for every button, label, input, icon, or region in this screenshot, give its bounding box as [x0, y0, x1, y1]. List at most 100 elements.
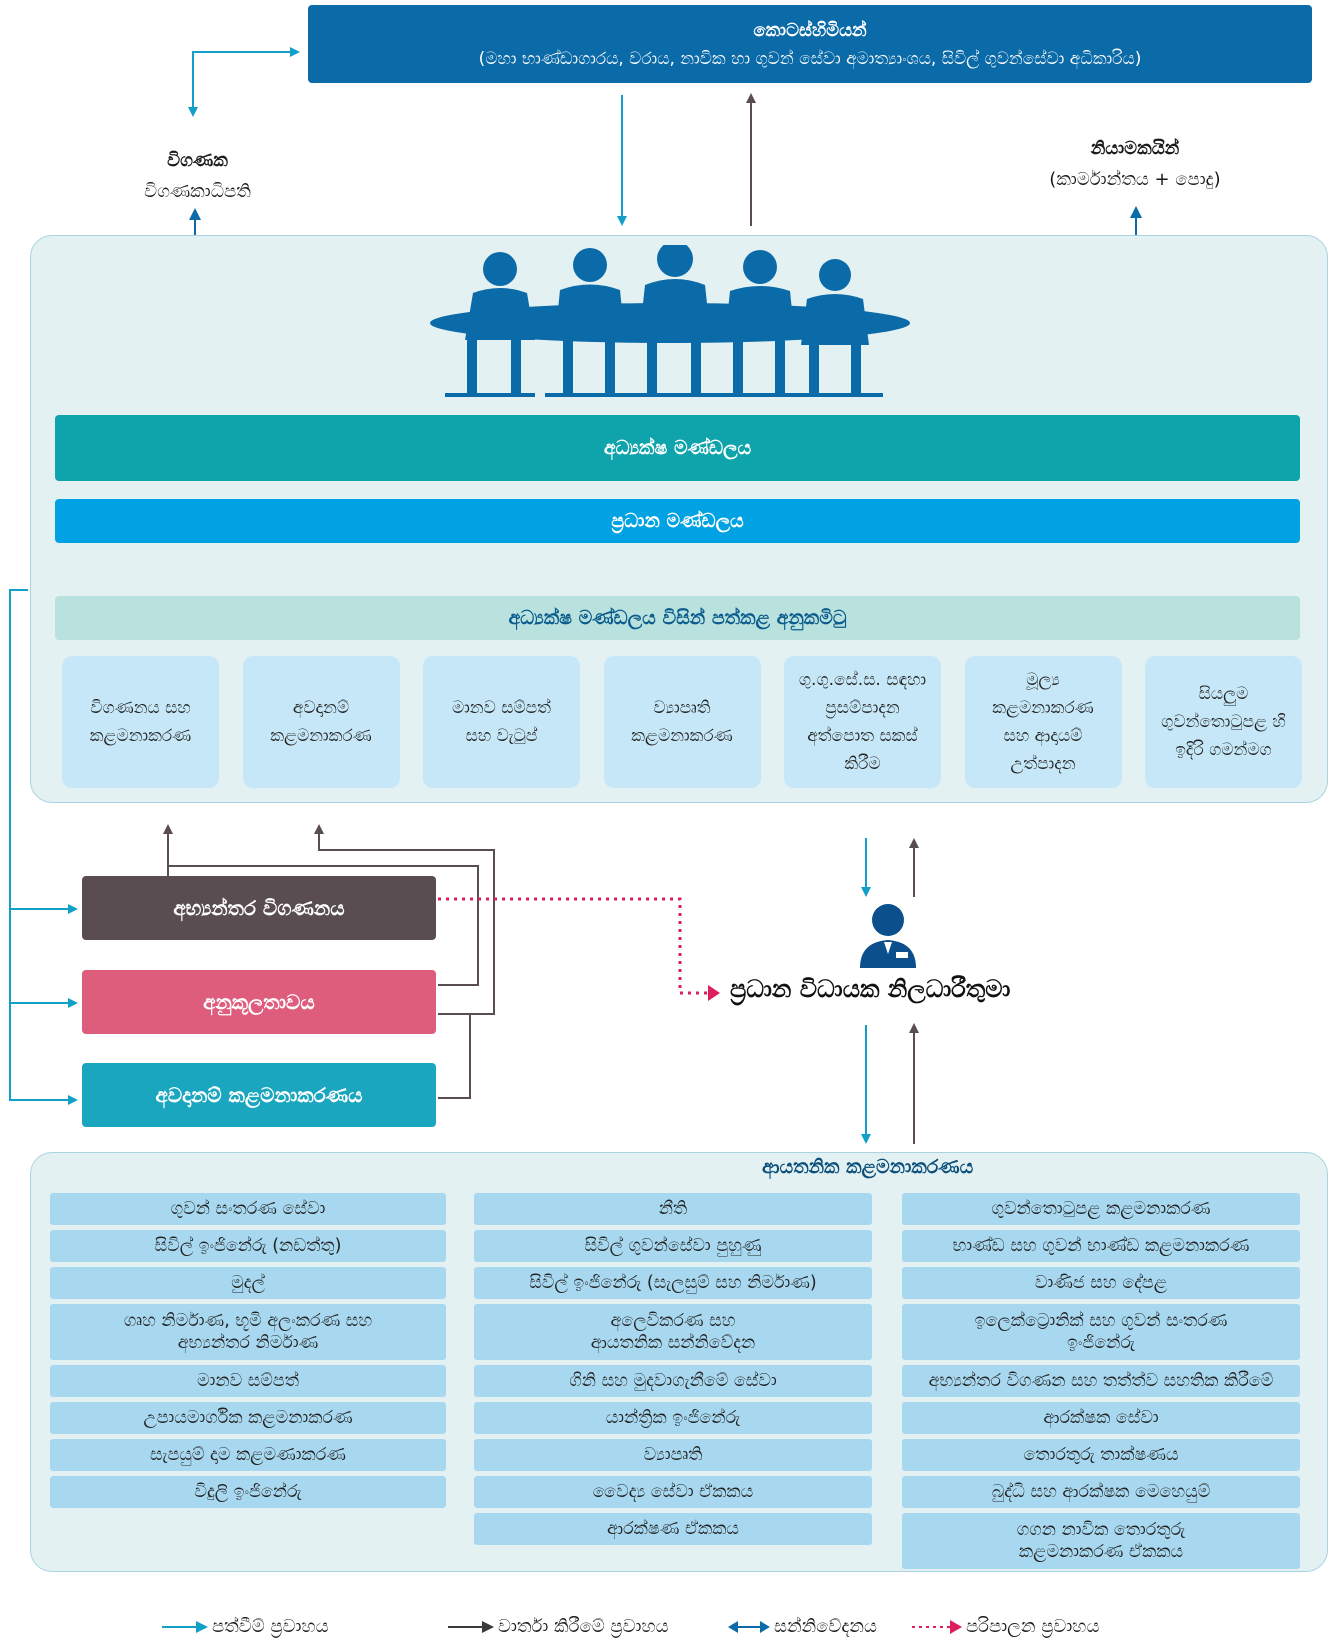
department-label: කළමනාකරණ ඒකකය: [1018, 1542, 1184, 1562]
committee-line: කළමනාකරණ: [631, 726, 733, 746]
department-label: ව්‍යාපෘති: [643, 1445, 703, 1465]
committee-line: ව්‍යාපෘති: [653, 698, 711, 718]
committee-card: විගණනය සහ කළමනාකරණ: [62, 656, 219, 788]
department-label: ගුවන් සංතරණ සේවා: [170, 1199, 326, 1219]
department-label: අභ්‍යන්තර විගණන සහ තත්ත්ව සහතික කිරීමේ: [928, 1371, 1274, 1391]
department-item: නීති: [474, 1193, 872, 1225]
departments-column-1: ගුවන් සංතරණ සේවා සිවිල් ඉංජිනේරු (නඩත්තු)…: [50, 1193, 446, 1573]
board-of-directors: අධ්‍යක්ෂ මණ්ඩලය: [55, 415, 1300, 481]
committee-line: සහ වැටුප්: [465, 726, 538, 746]
committee-line: කිරීම: [844, 754, 881, 774]
department-item: මුදල්: [50, 1267, 446, 1299]
department-item: ව්‍යාපෘති: [474, 1439, 872, 1471]
department-label: සිවිල් ඉංජිනේරු (සැලසුම් සහ නිර්මාණ): [529, 1273, 817, 1293]
department-item: උපායමාර්ගික කළමනාකරණ: [50, 1402, 446, 1434]
department-item: සිවිල් ගුවන්සේවා පුහුණු: [474, 1230, 872, 1262]
department-item: වාණිජ සහ දේපළ: [902, 1267, 1300, 1299]
legend-appointment: පත්වීම් ප්‍රවාහය: [162, 1616, 329, 1637]
department-label: ආරක්ෂක සේවා: [1043, 1408, 1159, 1428]
department-item: භාණ්ඩ සහ ගුවන් භාණ්ඩ කළමනාකරණ: [902, 1230, 1300, 1262]
department-item: ගුවන්තොටුපළ කළමනාකරණ: [902, 1193, 1300, 1225]
department-item: ආරක්ෂණ ඒකකය: [474, 1513, 872, 1545]
department-item: ආරක්ෂක සේවා: [902, 1402, 1300, 1434]
committee-line: කළමනාකරණ: [270, 726, 372, 746]
department-label: සිවිල් ඉංජිනේරු (නඩත්තු): [154, 1236, 342, 1256]
committee-line: අවදානම්: [292, 698, 350, 718]
committee-line: කළමනාකරණ: [89, 726, 192, 746]
department-label: මානව සම්පත්: [197, 1371, 299, 1391]
compliance-label: අනුකූලතාවය: [203, 990, 315, 1014]
committee-line: ප්‍රසම්පාදන: [825, 698, 900, 718]
shareholders-title: කොටස්හිමියන්: [753, 19, 867, 41]
dotted-arrow-icon: [912, 1619, 962, 1634]
reporting-arrow-icon: [448, 1620, 494, 1633]
department-label: සිවිල් ගුවන්සේවා පුහුණු: [584, 1236, 762, 1256]
committee-line: අත්පොත සකස්: [807, 726, 918, 746]
department-item: බුද්ධි සහ ආරක්ෂක මෙහෙයුම්: [902, 1476, 1300, 1508]
department-label: යාන්ත්‍රික ඉංජිනේරු: [605, 1408, 741, 1428]
committee-list: විගණනය සහ කළමනාකරණ අවදානම් කළමනාකරණ මානව සම්…: [62, 656, 1302, 788]
committee-line: විගණනය සහ: [90, 698, 191, 718]
shareholders-box: කොටස්හිමියන් (මහා භාණ්ඩාගාරය, වරාය, නාවි…: [308, 5, 1312, 83]
committees-title: අධ්‍යක්ෂ මණ්ඩලය විසින් පත්කළ අනුකමිටු: [55, 596, 1300, 640]
ceo-label: ප්‍රධාන විධායක නිලධාරීතුමා: [730, 975, 1011, 1003]
departments-column-2: නීති සිවිල් ගුවන්සේවා පුහුණු සිවිල් ඉංජිනේ…: [474, 1193, 872, 1573]
auditor-node: විගණක විගණකාධිපති: [110, 150, 285, 202]
committee-card: ව්‍යාපෘති කළමනාකරණ: [603, 656, 761, 788]
department-item: ගුවන් සංතරණ සේවා: [50, 1193, 446, 1225]
department-label: ඉංජිනේරු: [1066, 1333, 1135, 1353]
department-label: උපායමාර්ගික කළමනාකරණ: [143, 1408, 353, 1428]
legend-communication-label: සන්නිවේදනය: [774, 1616, 877, 1637]
department-label: අභ්‍යන්තර නිර්මාණ: [177, 1333, 319, 1353]
auditor-title: විගණක: [167, 150, 228, 171]
regulators-subtitle: (කාර්මාන්තය + පොදු): [1049, 169, 1221, 190]
committee-card: අවදානම් කළමනාකරණ: [242, 656, 400, 788]
legend-communication: සන්නිවේදනය: [728, 1616, 877, 1637]
board-meeting-icon: [430, 245, 910, 397]
department-label: ගිනි සහ මුදවාගැනීමේ සේවා: [569, 1371, 777, 1391]
department-item: සිවිල් ඉංජිනේරු (නඩත්තු): [50, 1230, 446, 1262]
committee-line: ගුවන්තොටුපළ හි: [1161, 712, 1286, 732]
appointment-arrow-icon: [162, 1620, 208, 1633]
main-board: ප්‍රධාන මණ්ඩලය: [55, 499, 1300, 543]
committee-line: සහ ආදායම්: [1003, 726, 1083, 746]
regulators-node: නියාමකයින් (කාර්මාන්තය + පොදු): [1030, 138, 1240, 190]
legend-reporting: වාර්තා කිරීමේ ප්‍රවාහය: [448, 1616, 669, 1637]
departments-title: ආයතනික කළමනාකරණය: [762, 1156, 974, 1178]
department-label: ගෘහ නිර්මාණ, භූමි අලංකරණ සහ: [123, 1311, 373, 1331]
department-label: වෛද්‍ය සේවා ඒකකය: [592, 1482, 754, 1502]
legend-administration-label: පරිපාලන ප්‍රවාහය: [966, 1616, 1100, 1637]
department-label: අලෙවිකරණ සහ: [610, 1311, 736, 1331]
departments-column-3: ගුවන්තොටුපළ කළමනාකරණ භාණ්ඩ සහ ගුවන් භාණ්ඩ…: [902, 1193, 1300, 1573]
department-item: තොරතුරු තාක්ෂණය: [902, 1439, 1300, 1471]
department-item: වෛද්‍ය සේවා ඒකකය: [474, 1476, 872, 1508]
department-label: සැපයුම් දාම කළමණාකරණ: [150, 1445, 346, 1465]
compliance-box: අනුකූලතාවය: [82, 970, 436, 1034]
risk-management-label: අවදානම් කළමනාකරණය: [155, 1083, 363, 1107]
department-label: ආයතනික සන්නිවේදන: [590, 1333, 756, 1353]
shareholders-subtitle: (මහා භාණ්ඩාගාරය, වරාය, නාවික හා ගුවන් සේ…: [478, 48, 1142, 69]
department-item: යාන්ත්‍රික ඉංජිනේරු: [474, 1402, 872, 1434]
department-label: භාණ්ඩ සහ ගුවන් භාණ්ඩ කළමනාකරණ: [952, 1236, 1250, 1256]
department-label: ආරක්ෂණ ඒකකය: [606, 1519, 740, 1539]
department-item: ගිනි සහ මුදවාගැනීමේ සේවා: [474, 1365, 872, 1397]
committee-line: කළමනාකරණ: [992, 698, 1094, 718]
regulators-title: නියාමකයින්: [1090, 138, 1180, 159]
two-way-arrow-icon: [728, 1620, 770, 1633]
committee-card: මානව සම්පත්සහ වැටුප්: [423, 656, 580, 788]
department-label: ඉලෙක්ට්‍රොනික් සහ ගුවන් සංතරණ: [974, 1311, 1228, 1331]
ceo-person-icon: [860, 904, 916, 968]
department-label: ගගන නාවික තොරතුරු: [1016, 1520, 1186, 1540]
committee-line: උත්පාදන: [1010, 754, 1076, 774]
department-item: සැපයුම් දාම කළමණාකරණ: [50, 1439, 446, 1471]
legend-administration: පරිපාලන ප්‍රවාහය: [912, 1616, 1099, 1637]
department-item: සිවිල් ඉංජිනේරු (සැලසුම් සහ නිර්මාණ): [474, 1267, 872, 1299]
department-item: විදුලි ඉංජිනේරු: [50, 1476, 446, 1508]
legend-reporting-label: වාර්තා කිරීමේ ප්‍රවාහය: [498, 1616, 669, 1637]
legend-appointment-label: පත්වීම් ප්‍රවාහය: [212, 1616, 329, 1637]
department-item: මානව සම්පත්: [50, 1365, 446, 1397]
